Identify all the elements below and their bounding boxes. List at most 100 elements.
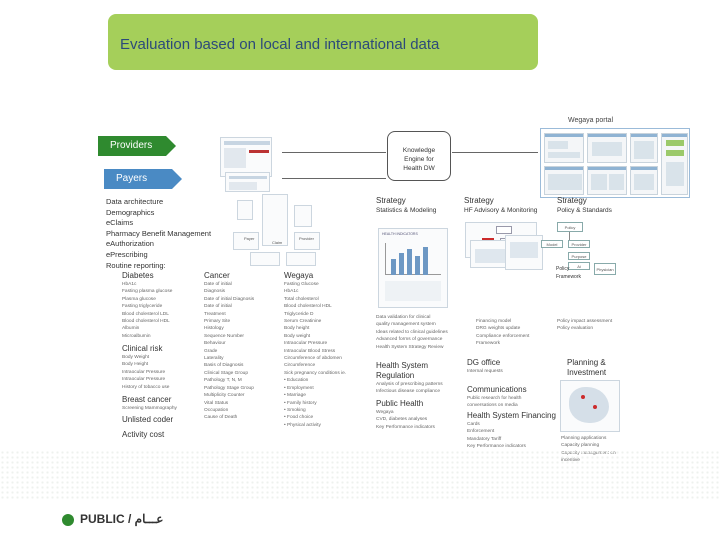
data-architecture-list: Data architecture Demographics eClaims P…	[106, 197, 211, 271]
list-item: Intraocular Blood Stress	[284, 348, 336, 354]
diagram-node	[286, 252, 316, 266]
list-item: Microalbumin	[122, 333, 151, 339]
list-item: • Marriage	[284, 393, 306, 399]
list-item: • Physical activity	[284, 422, 321, 428]
list-item: Policy evaluation	[557, 326, 593, 332]
strategy-policy-subheading: Policy & Standards	[557, 207, 612, 214]
diagram-node	[294, 205, 312, 227]
strategy-stats-heading: Strategy	[376, 196, 406, 205]
connector-line	[282, 178, 386, 179]
org-node-ai: Ai	[568, 262, 590, 270]
connector-line	[452, 152, 538, 153]
list-item: Triglyceride D	[284, 311, 314, 317]
list-item: Body weight	[284, 333, 311, 339]
list-item: Advanced forms of governance	[376, 337, 443, 343]
list-item: Serum Creatinine	[284, 319, 322, 325]
list-item: Plasma glucose	[122, 296, 156, 302]
connector-line	[282, 152, 386, 153]
portal-thumbnail	[544, 133, 584, 163]
list-item: Grade	[204, 348, 218, 354]
providers-screen-mockup	[220, 137, 272, 177]
list-item: • Food choice	[284, 415, 314, 421]
list-item: Intraocular Pressure	[122, 369, 166, 375]
diagram-node	[250, 252, 280, 266]
footer	[0, 500, 720, 540]
payers-screen-mockup	[225, 172, 270, 192]
wegaya-list: Fasting Glucose HbA1c Total cholesterol …	[284, 281, 346, 429]
portal-thumbnail	[661, 133, 688, 195]
communications-heading: Communications	[467, 385, 527, 394]
list-item: quality management system	[376, 322, 436, 328]
title-banner: Evaluation based on local and internatio…	[108, 14, 538, 70]
breast-cancer-list: Screening Mammography	[122, 405, 177, 412]
list-item: Occupation	[204, 407, 229, 413]
list-item: Albumin	[122, 326, 140, 332]
list-item: • Smoking	[284, 407, 306, 413]
list-item: Screening Mammography	[122, 406, 177, 411]
dotted-background-band	[0, 450, 720, 500]
org-node-provider: Provider	[568, 240, 590, 248]
list-item: Mandatory Tariff	[467, 436, 502, 442]
list-item: Intraocular Pressure	[284, 341, 328, 347]
brand-logo-icon	[62, 514, 74, 526]
hs-financing-heading: Health System Financing	[467, 411, 556, 420]
data-architecture-item: ePrescribing	[106, 249, 148, 259]
list-item: Key Performance indicators	[376, 424, 435, 430]
list-item: Compliance enforcement	[476, 333, 530, 339]
mini-chart-axes	[385, 243, 441, 275]
list-item: Blood cholesterol HDL	[284, 304, 332, 310]
footer-classification: PUBLIC / عـــام	[80, 512, 164, 526]
list-item: Total cholesterol	[284, 296, 319, 302]
data-architecture-item: eClaims	[106, 218, 134, 228]
knowledge-engine-line: Health DW	[403, 165, 435, 172]
org-node-policy: Policy	[557, 222, 583, 232]
statistics-items: Data validation for clinical quality man…	[376, 314, 448, 351]
hr-items: Financing model DRG weights update Compl…	[476, 318, 529, 348]
list-item: Framework	[476, 341, 500, 347]
list-item: Planning applications	[561, 436, 607, 441]
chart-area	[510, 242, 538, 258]
unlisted-coder-heading: Unlisted coder	[122, 415, 174, 424]
map-marker-icon	[581, 395, 585, 399]
hr-chart-mockup	[470, 240, 510, 268]
portal-label: Wegaya portal	[568, 117, 614, 124]
list-item: Internal requests	[467, 369, 503, 374]
list-item: Body Height	[122, 362, 149, 368]
data-architecture-item: Pharmacy Benefit Management	[106, 228, 212, 238]
list-item: HbA1c	[122, 282, 137, 287]
list-item: Behaviour	[204, 341, 226, 347]
chart-area	[475, 249, 505, 263]
list-item: Fasting plasma glucose	[122, 289, 173, 295]
org-node-purpose: Purpose	[568, 252, 590, 260]
list-item: Policy impact assessment	[557, 319, 613, 324]
activity-cost-heading: Activity cost	[122, 430, 165, 439]
dg-office-heading: DG office	[467, 358, 501, 367]
mini-chart-bar	[415, 256, 420, 275]
planning-heading: Planning &	[567, 358, 606, 367]
strategy-hr-subheading: HF Advisory & Monitoring	[464, 207, 538, 214]
hs-regulation-list: Analysis of prescribing patterns Infecti…	[376, 381, 443, 396]
mini-chart-bar	[423, 247, 428, 275]
list-item: conversations on media	[467, 403, 518, 409]
knowledge-engine-box: Knowledge Engine for Health DW	[387, 131, 451, 181]
list-item: Data validation for clinical	[376, 315, 431, 320]
mini-chart-bar	[407, 249, 412, 275]
communications-list: Public research for health conversations…	[467, 395, 521, 410]
list-item: Laterality	[204, 356, 224, 362]
policy-framework-line: Framework	[556, 274, 582, 280]
policy-framework-line: Policy	[556, 266, 570, 272]
list-item: Primary Site	[204, 319, 231, 325]
list-item: Circumference	[284, 363, 316, 369]
cancer-list: Date of initial Diagnosis Date of initia…	[204, 281, 254, 422]
list-item: • Family history	[284, 400, 317, 406]
knowledge-engine-line: Knowledge	[402, 147, 436, 154]
list-item: Treatment	[204, 311, 226, 317]
strategy-stats-subheading: Statistics & Modeling	[376, 207, 437, 214]
list-item: • Employment	[284, 385, 314, 391]
hs-financing-list: Cards Enforcement Mandatory Tariff Key P…	[467, 421, 526, 451]
org-node-physician: Physician	[594, 263, 616, 275]
page-title: Evaluation based on local and internatio…	[120, 36, 440, 53]
payers-label: Payers	[104, 169, 172, 189]
planning-heading: Investment	[567, 368, 607, 377]
public-health-list: Wegaya CVD, diabetes analyses Key Perfor…	[376, 409, 435, 431]
